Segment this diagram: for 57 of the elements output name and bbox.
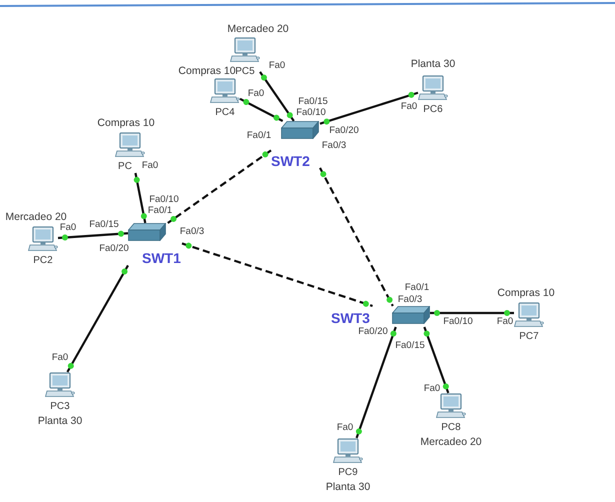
port-label: Fa0 [268,61,286,71]
device-name: PC5 [235,66,255,78]
port-label: Fa0/15 [89,220,119,230]
device-name: PC2 [33,255,53,267]
port-label: Fa0/1 [246,131,272,141]
dashed-link-line [182,242,373,308]
port-label: Fa0/20 [329,126,359,136]
switch-name: SWT2 [271,154,310,170]
link-line [320,92,418,125]
port-label: Fa0 [336,423,354,433]
device-name: PC4 [215,107,235,119]
port-label: Fa0/3 [180,227,204,237]
port-label: Fa0 [60,223,76,233]
port-label: Fa0/10 [443,317,473,327]
device-name: PC8 [441,422,461,434]
link-line [259,71,295,122]
device-name: PC3 [50,401,70,413]
vlan-label: Compras 10 [497,287,555,299]
link-line [240,98,284,122]
port-label: Fa0 [248,89,264,99]
vlan-label: Mercadeo 20 [5,211,67,223]
port-label: Fa0/15 [298,97,328,107]
dashed-link-line [319,167,394,307]
port-label: Fa0 [52,353,68,363]
port-label: Fa0/1 [404,283,430,293]
vlan-label: Mercadeo 20 [227,23,289,35]
vlan-label: Planta 30 [326,481,370,493]
vlan-label: Compras 10 [178,65,236,77]
vlan-label: Mercadeo 20 [420,436,482,448]
switch-name: SWT1 [142,251,181,266]
port-label: Fa0/3 [322,141,346,151]
port-label: Fa0 [142,161,158,171]
port-label: Fa0/10 [296,108,326,118]
dashed-link-line [167,150,272,224]
link-line [423,326,450,394]
link-line [356,326,397,438]
link-line [134,172,147,224]
device-name: PC6 [423,104,443,116]
port-label: Fa0/10 [149,195,179,205]
device-name: PC [118,161,132,173]
switch-name: SWT3 [331,311,370,326]
vlan-label: Compras 10 [97,117,155,129]
port-label: Fa0/20 [99,244,129,254]
device-name: PC7 [519,331,539,343]
vlan-label: Planta 30 [410,58,456,70]
link-line [430,310,514,316]
link-line [58,230,128,241]
port-label: Fa0/20 [358,327,388,337]
port-label: Fa0/3 [398,295,422,305]
link-line [66,264,129,373]
port-label: Fa0 [424,384,440,394]
vlan-label: Planta 30 [38,415,82,427]
port-label: Fa0 [496,317,514,327]
port-label: Fa0/1 [148,206,172,216]
port-label: Fa0 [400,102,418,112]
device-name: PC9 [338,467,358,479]
port-label: Fa0/15 [395,341,425,351]
